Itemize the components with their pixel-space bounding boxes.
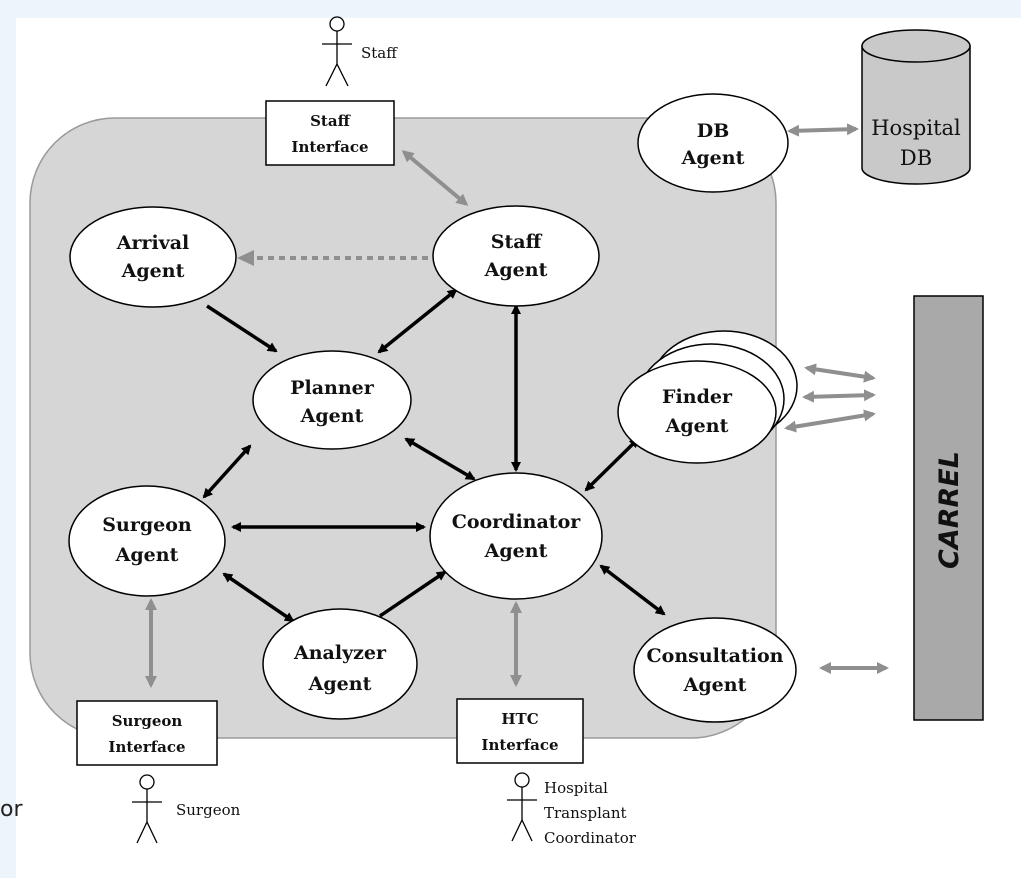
db-agent-node xyxy=(637,93,789,193)
staff-agent-node xyxy=(432,205,600,307)
coordinator-agent-label-line2: Agent xyxy=(484,540,548,562)
arrival-agent-label-line2: Agent xyxy=(121,260,185,282)
htc-actor-label-line1: Hospital xyxy=(544,779,608,797)
hospital-db-cylinder xyxy=(861,29,971,185)
arrow-finder-carrel-2 xyxy=(802,389,876,403)
staff-agent-label-line1: Staff xyxy=(491,231,543,253)
analyzer-agent-label-line2: Agent xyxy=(308,673,372,695)
analyzer-agent-node xyxy=(262,608,418,720)
arrival-agent-label-line1: Arrival xyxy=(116,232,190,254)
arrow-analyzer-to-coordinator xyxy=(379,570,447,618)
arrow-planner-coordinator xyxy=(404,437,476,481)
db-agent-label-line1: DB xyxy=(697,120,730,142)
arrow-head-dotted xyxy=(237,250,254,266)
surgeon-actor-label: Surgeon xyxy=(176,801,241,819)
planner-agent-label-line2: Agent xyxy=(300,405,364,427)
arrow-planner-staff xyxy=(377,288,458,354)
finder-agent-node xyxy=(617,360,777,464)
staff-actor-icon xyxy=(322,16,352,87)
consultation-agent-label-line1: Consultation xyxy=(647,645,784,667)
carrel-system-bar xyxy=(913,295,984,721)
surgeon-actor-icon xyxy=(132,774,162,844)
arrow-coordinator-consultation xyxy=(599,564,666,616)
arrow-arrival-to-planner xyxy=(206,304,278,353)
arrow-coordinator-finder xyxy=(584,437,640,492)
staff-interface-label-line1: Staff xyxy=(310,112,351,130)
coordinator-agent-node xyxy=(429,472,603,600)
arrow-surgeon-analyzer xyxy=(222,572,295,623)
coordinator-agent-label-line1: Coordinator xyxy=(452,511,582,533)
surgeon-interface-label-line1: Surgeon xyxy=(112,712,183,730)
db-agent-label-line2: Agent xyxy=(681,147,745,169)
staff-interface-box xyxy=(265,100,395,166)
htc-interface-label-line2: Interface xyxy=(481,736,558,754)
htc-actor-icon xyxy=(507,772,537,842)
arrival-agent-node xyxy=(69,206,237,308)
consultation-agent-label-line2: Agent xyxy=(683,674,747,696)
arrow-finder-carrel-1 xyxy=(804,363,876,383)
arrow-finder-carrel-3 xyxy=(784,409,876,433)
arrow-planner-surgeon xyxy=(202,444,252,499)
arrow-db-agent-hospital-db xyxy=(787,123,859,137)
htc-actor-label-line2: Transplant xyxy=(544,804,627,822)
staff-actor-label: Staff xyxy=(361,44,398,62)
consultation-agent-node xyxy=(633,617,797,723)
cropped-text-fragment: or xyxy=(0,797,23,822)
hospital-db-label-line2: DB xyxy=(900,146,932,170)
surgeon-interface-box xyxy=(76,700,218,766)
surgeon-agent-label-line2: Agent xyxy=(115,544,179,566)
surgeon-interface-label-line2: Interface xyxy=(108,738,185,756)
staff-agent-label-line2: Agent xyxy=(484,259,548,281)
planner-agent-node xyxy=(252,350,412,450)
surgeon-agent-node xyxy=(68,485,226,597)
arrow-staff-interface-staff-agent xyxy=(401,150,469,206)
finder-agent-label-line2: Agent xyxy=(665,415,729,437)
htc-interface-label-line1: HTC xyxy=(501,710,538,728)
htc-actor-label-line3: Coordinator xyxy=(544,829,637,847)
hospital-db-label-line1: Hospital xyxy=(871,116,961,140)
htc-interface-box xyxy=(456,698,584,764)
finder-agent-label-line1: Finder xyxy=(662,386,733,408)
carrel-label: CARREL xyxy=(934,451,965,569)
planner-agent-label-line1: Planner xyxy=(290,377,375,399)
staff-interface-label-line2: Interface xyxy=(291,138,368,156)
surgeon-agent-label-line1: Surgeon xyxy=(102,514,192,536)
analyzer-agent-label-line1: Analyzer xyxy=(293,642,387,664)
